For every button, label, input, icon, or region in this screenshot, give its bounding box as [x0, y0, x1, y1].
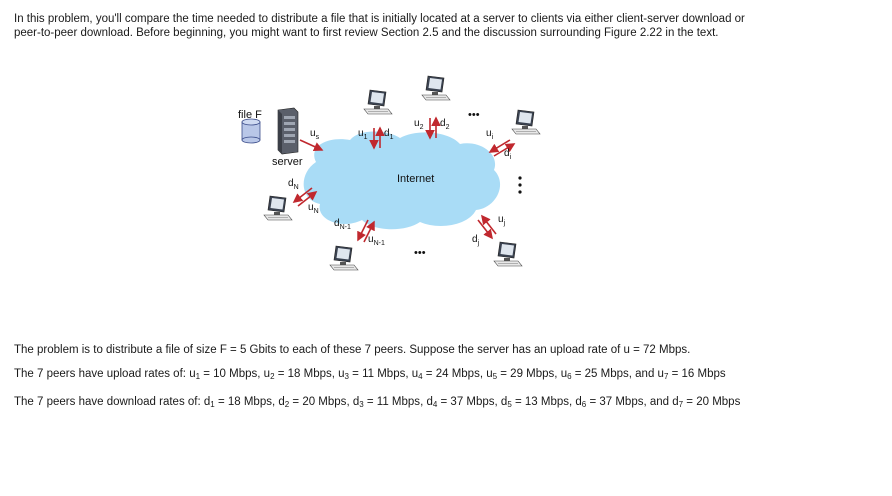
download-rate-item: d1 = 18 Mbps [203, 396, 272, 409]
download-rates-line: The 7 peers have download rates of: d1 =… [14, 395, 740, 409]
dn-label: dN [288, 178, 299, 191]
download-rate-item: d4 = 37 Mbps [426, 396, 495, 409]
server-upload-arrow [299, 139, 324, 152]
dj-label: dj [472, 234, 480, 247]
un-label: uN [308, 202, 319, 215]
peer-i-computer [511, 109, 541, 135]
u2-label: u2 [414, 118, 424, 131]
upload-rate-item: u6 = 25 Mbps [560, 368, 629, 381]
ellipsis-top: ••• [468, 109, 480, 121]
dn-minus-1-label: dN-1 [334, 218, 351, 231]
upload-rate-item: u2 = 18 Mbps [263, 368, 332, 381]
internet-cloud [303, 131, 501, 230]
ui-label: ui [486, 128, 494, 141]
server-label: server [272, 156, 303, 168]
download-prefix: The 7 peers have download rates of: [14, 396, 201, 408]
p2p-network-figure: Internet file F server us u1 d1 [228, 70, 548, 282]
uj-label: uj [498, 214, 506, 227]
download-rate-item: d7 = 20 Mbps [672, 396, 741, 409]
peer-1-computer [363, 89, 393, 115]
peer-n-minus-1-computer [329, 245, 359, 271]
ui-arrow [493, 143, 516, 157]
upload-rate-item: u3 = 11 Mbps [338, 368, 406, 381]
intro-paragraph: In this problem, you'll compare the time… [14, 13, 745, 39]
dj-arrow [477, 219, 493, 240]
upload-rates-line: The 7 peers have upload rates of: u1 = 1… [14, 367, 726, 381]
ellipsis-bottom: ••• [414, 247, 426, 259]
file-label: file F [238, 109, 262, 121]
upload-rate-item: u5 = 29 Mbps [486, 368, 555, 381]
upload-rate-item: u4 = 24 Mbps [411, 368, 480, 381]
peer-j-computer [493, 241, 523, 267]
u1-label: u1 [358, 128, 368, 141]
internet-label: Internet [397, 173, 434, 185]
upload-rate-item: u7 = 16 Mbps [657, 368, 726, 381]
download-rate-item: d6 = 37 Mbps [575, 396, 644, 409]
dn-arrow [292, 187, 313, 203]
server-icon [277, 107, 299, 155]
uj-arrow [481, 214, 497, 235]
peer-n-computer [263, 195, 293, 221]
download-rate-item: d2 = 20 Mbps [278, 396, 347, 409]
un-minus-1-label: uN-1 [368, 234, 385, 247]
di-arrow [488, 139, 511, 153]
peer-2-computer [421, 75, 451, 101]
d1-label: d1 [384, 128, 394, 141]
download-rate-item: d3 = 11 Mbps [352, 396, 421, 409]
download-rate-item: d5 = 13 Mbps [500, 396, 569, 409]
us-label: us [310, 128, 320, 141]
un-arrow [297, 191, 318, 207]
upload-rate-item: u1 = 10 Mbps [189, 368, 258, 381]
file-icon [241, 118, 261, 144]
problem-statement: The problem is to distribute a file of s… [14, 344, 691, 356]
upload-prefix: The 7 peers have upload rates of: [14, 368, 186, 380]
network-diagram: Internet file F server us u1 d1 [238, 75, 541, 271]
ellipsis-right [518, 176, 522, 194]
di-label: di [504, 148, 512, 161]
download-rates: d1 = 18 Mbps, d2 = 20 Mbps, d3 = 11 Mbps… [203, 396, 741, 409]
un-minus-1-arrow [363, 220, 375, 243]
upload-rates: u1 = 10 Mbps, u2 = 18 Mbps, u3 = 11 Mbps… [189, 368, 726, 381]
d2-label: d2 [440, 118, 450, 131]
